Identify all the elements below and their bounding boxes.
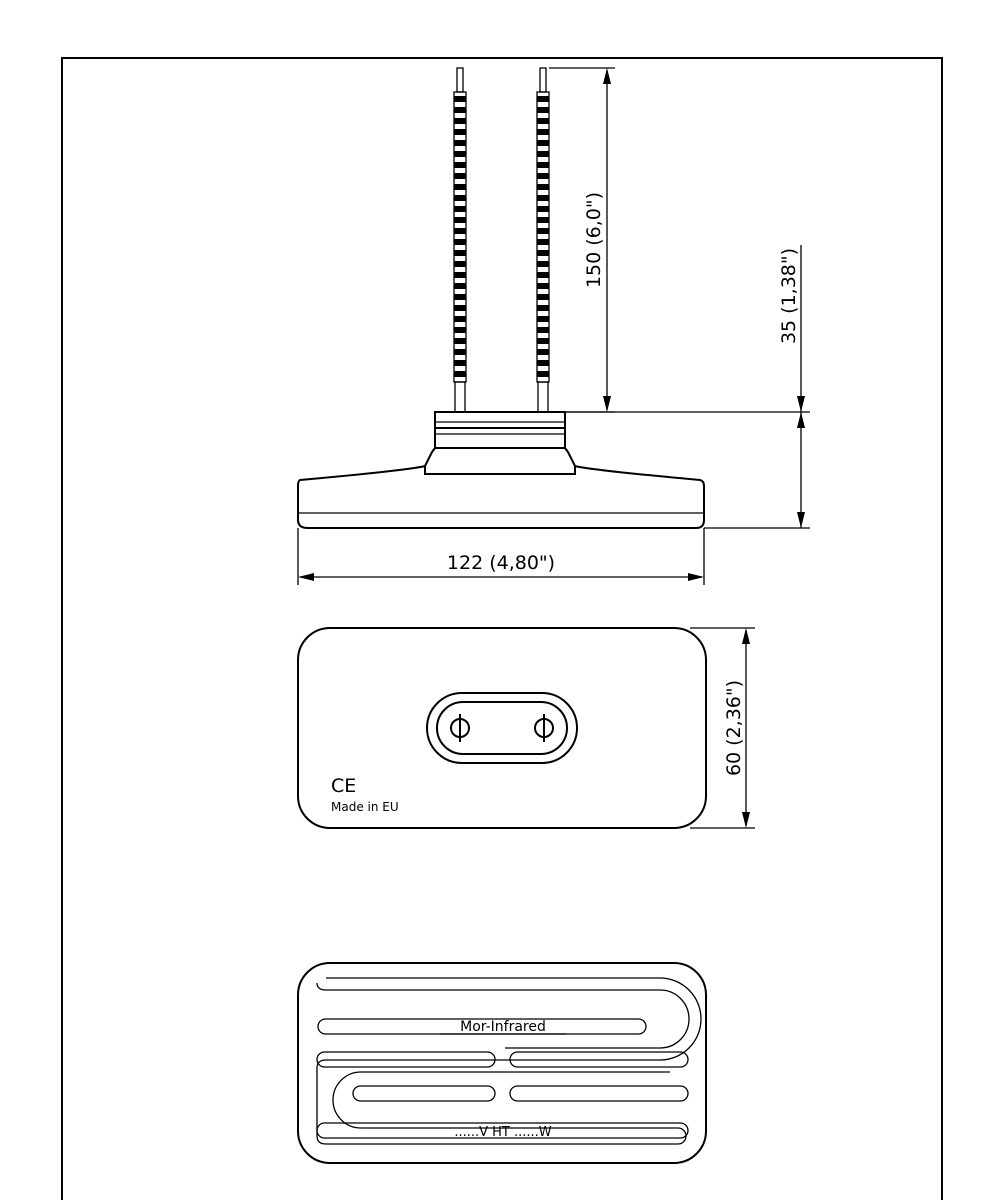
insulation-rib xyxy=(454,239,466,245)
insulation-rib xyxy=(454,371,466,377)
insulation-rib xyxy=(537,107,549,113)
insulation-rib xyxy=(537,283,549,289)
front-face-view: Mor-Infrared ......V HT ......W xyxy=(297,962,707,1164)
insulation-rib xyxy=(454,272,466,278)
dimension-height: 35 (1,38") xyxy=(565,245,810,529)
insulation-rib xyxy=(537,316,549,322)
insulation-rib xyxy=(454,140,466,146)
insulation-rib xyxy=(537,151,549,157)
brand-label: Mor-Infrared xyxy=(460,1019,546,1035)
insulation-rib xyxy=(454,184,466,190)
insulation-rib xyxy=(454,96,466,102)
insulation-rib xyxy=(454,305,466,311)
insulation-rib xyxy=(537,272,549,278)
width-label: 122 (4,80") xyxy=(447,552,555,574)
insulation-rib xyxy=(537,129,549,135)
insulation-rib xyxy=(454,349,466,355)
insulation-rib xyxy=(537,294,549,300)
insulation-rib xyxy=(454,118,466,124)
insulation-rib xyxy=(454,228,466,234)
emitter-body xyxy=(297,465,705,529)
insulation-rib xyxy=(454,162,466,168)
insulation-rib xyxy=(537,217,549,223)
insulation-rib xyxy=(454,338,466,344)
side-view: 150 (6,0") 35 (1,38") 122 (4,80") xyxy=(297,67,810,585)
drawing-frame xyxy=(61,57,943,1200)
insulation-rib xyxy=(454,294,466,300)
insulation-rib xyxy=(537,338,549,344)
insulation-rib xyxy=(537,140,549,146)
insulation-rib xyxy=(537,239,549,245)
insulation-rib xyxy=(537,261,549,267)
back-plate-outline xyxy=(297,627,707,829)
insulation-rib xyxy=(454,360,466,366)
insulation-rib xyxy=(454,151,466,157)
terminal-right-icon xyxy=(534,714,554,742)
depth-label: 60 (2,36") xyxy=(723,680,745,776)
rating-label: ......V HT ......W xyxy=(454,1125,551,1140)
insulation-rib xyxy=(537,349,549,355)
height-label: 35 (1,38") xyxy=(778,248,800,344)
back-view: CE Made in EU 60 (2,36") xyxy=(297,627,755,829)
lead-insulation-left xyxy=(454,96,466,377)
insulation-rib xyxy=(537,184,549,190)
insulation-rib xyxy=(537,195,549,201)
insulation-rib xyxy=(537,250,549,256)
insulation-rib xyxy=(537,228,549,234)
insulation-rib xyxy=(537,118,549,124)
lead-insulation-right xyxy=(537,96,549,377)
insulation-rib xyxy=(454,250,466,256)
insulation-rib xyxy=(454,316,466,322)
insulation-rib xyxy=(537,173,549,179)
insulation-rib xyxy=(537,371,549,377)
terminal-block xyxy=(426,692,578,764)
insulation-rib xyxy=(454,129,466,135)
terminal-collar xyxy=(424,411,576,475)
dimension-depth: 60 (2,36") xyxy=(690,627,755,829)
origin-label: Made in EU xyxy=(331,800,399,814)
dimension-lead-length: 150 (6,0") xyxy=(549,67,615,413)
insulation-rib xyxy=(537,96,549,102)
face-outline xyxy=(297,962,707,1164)
insulation-rib xyxy=(454,217,466,223)
insulation-rib xyxy=(454,107,466,113)
heating-element-path xyxy=(316,977,702,1145)
insulation-rib xyxy=(454,173,466,179)
dimension-width: 122 (4,80") xyxy=(297,528,705,585)
insulation-rib xyxy=(537,206,549,212)
lead-wire-right xyxy=(536,67,550,413)
insulation-rib xyxy=(537,360,549,366)
ce-mark: CE xyxy=(331,775,356,797)
insulation-rib xyxy=(454,206,466,212)
lead-length-label: 150 (6,0") xyxy=(583,192,605,288)
terminal-left-icon xyxy=(450,714,470,742)
insulation-rib xyxy=(537,327,549,333)
lead-wire-left xyxy=(453,67,467,413)
insulation-rib xyxy=(454,261,466,267)
insulation-rib xyxy=(537,305,549,311)
insulation-rib xyxy=(454,327,466,333)
insulation-rib xyxy=(454,195,466,201)
insulation-rib xyxy=(454,283,466,289)
insulation-rib xyxy=(537,162,549,168)
